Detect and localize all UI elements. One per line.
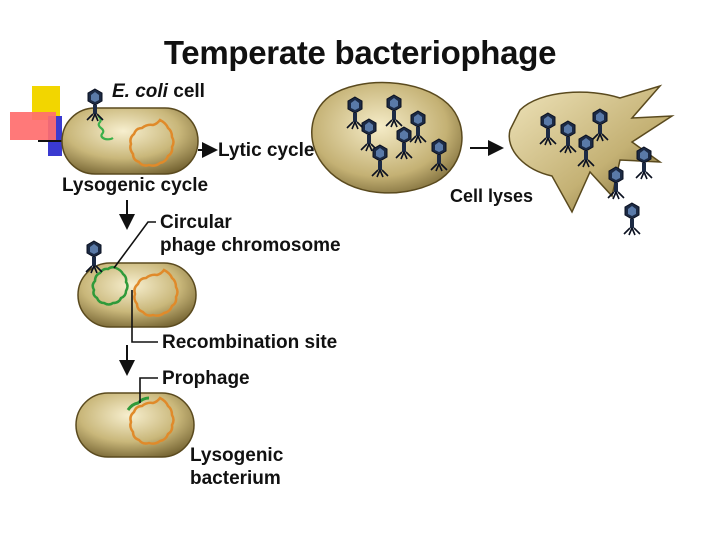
cell-lyses-label: Cell lyses	[450, 186, 534, 206]
lysogenic-bacterium-label-line1: Lysogenic	[190, 445, 284, 466]
phage-icon	[635, 146, 653, 180]
ecoli-cell-label: E. coli cell	[112, 81, 205, 102]
prophage-label: Prophage	[162, 368, 250, 389]
bacterial-chromosome	[133, 268, 179, 317]
leader-prophage	[139, 377, 158, 403]
circular-chromosome-label-line2: phage chromosome	[160, 235, 341, 256]
lysogenic-cell	[75, 392, 195, 458]
bacterial-chromosome	[129, 118, 175, 167]
lysogenic-bacterium-label-line2: bacterium	[190, 468, 281, 489]
bullet-red-square	[10, 112, 56, 140]
leader-circular	[113, 221, 156, 269]
slide-bullet-decoration	[10, 86, 70, 156]
injected-phage-dna	[97, 115, 114, 141]
lytic-cycle-label: Lytic cycle	[218, 140, 315, 161]
phage-icon	[623, 202, 641, 236]
recombination-site-label: Recombination site	[162, 332, 338, 353]
circular-phage-chromosome	[91, 265, 129, 306]
slide-title: Temperate bacteriophage	[163, 34, 557, 71]
lysogenic-cycle-label: Lysogenic cycle	[62, 175, 209, 196]
ecoli-cell	[61, 107, 199, 175]
infected-cell	[77, 262, 197, 328]
prophage-segment	[126, 396, 150, 411]
circular-chromosome-label-line1: Circular	[160, 212, 232, 233]
bacterial-chromosome-with-prophage	[129, 396, 175, 445]
leader-recombination	[131, 290, 158, 343]
